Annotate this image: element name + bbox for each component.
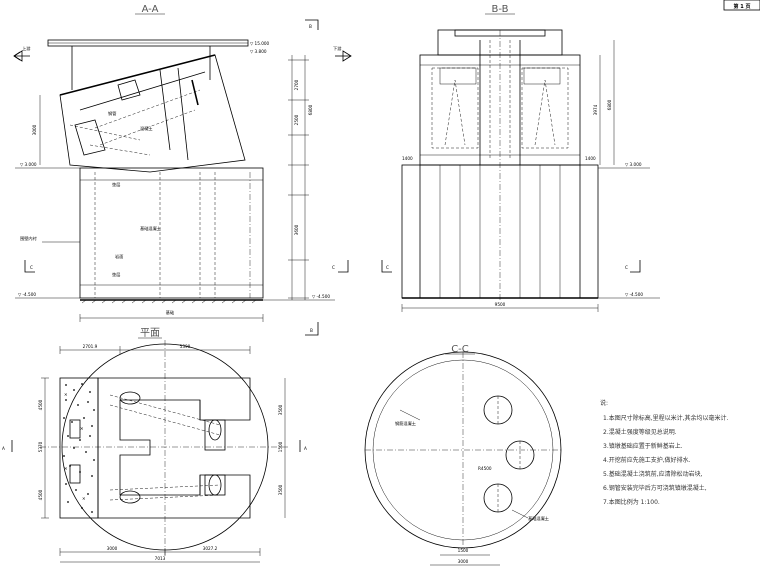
section-marker-a-left: A bbox=[2, 440, 13, 452]
level-bottom-right: ▽ -4.500 bbox=[312, 294, 330, 299]
upstream-arrow-icon bbox=[13, 50, 30, 62]
dim-plan-bottom-total: 7013 bbox=[155, 556, 166, 561]
note-6: 6.钢管安装完毕后方可浇筑镇墩混凝土, bbox=[603, 484, 707, 492]
dim-bb-width: 9500 bbox=[495, 302, 506, 307]
bedding-label: 垫层 bbox=[112, 181, 120, 188]
svg-text:B: B bbox=[310, 328, 313, 333]
svg-text:C: C bbox=[332, 265, 335, 270]
downstream-arrow-icon bbox=[335, 50, 352, 62]
section-marker-c-bb-right: C bbox=[625, 260, 641, 273]
rock-label: 岩面 bbox=[115, 253, 123, 260]
svg-text:C: C bbox=[386, 265, 389, 270]
dim-plan-right-2: 1500 bbox=[278, 441, 283, 452]
section-marker-b-top: B bbox=[305, 19, 319, 30]
section-cc-title: C-C bbox=[451, 344, 469, 355]
svg-text:C: C bbox=[625, 265, 628, 270]
level-bb-2: ▽ -4.500 bbox=[625, 292, 643, 297]
level-top-2: ▽ 3.800 bbox=[250, 49, 267, 54]
section-aa-title: A-A bbox=[142, 4, 159, 15]
note-1: 1.本图尺寸除标高,里程以米计,其余均以毫米计. bbox=[603, 414, 729, 422]
dim-plan-top-2: 5390 bbox=[180, 344, 191, 349]
cc-fill-label: 基础混凝土 bbox=[528, 515, 549, 522]
dim-plan-top-1: 2701.9 bbox=[83, 344, 98, 349]
section-marker-b-bottom: B bbox=[305, 322, 319, 336]
section-aa: A-A 上游 下游 钢管 混凝土 ▽ 15.0 bbox=[13, 4, 352, 336]
notes-heading: 说: bbox=[600, 399, 608, 407]
section-marker-c-bb-left: C bbox=[381, 260, 392, 273]
note-5: 5.基础混凝土浇筑前,应清除松动岩块, bbox=[603, 470, 703, 478]
level-bottom-left: ▽ -4.500 bbox=[18, 292, 36, 297]
bedding-label-2: 垫层 bbox=[112, 271, 120, 278]
svg-text:✕: ✕ bbox=[80, 426, 84, 431]
upstream-label: 上游 bbox=[22, 45, 31, 52]
note-4: 4.开挖前应先施工支护,做好排水. bbox=[603, 456, 691, 464]
dim-aa-left: 3000 bbox=[32, 124, 37, 135]
fill-concrete-label: 基础混凝土 bbox=[140, 225, 161, 232]
page-number-box: 第 1 页 bbox=[723, 0, 760, 11]
cc-radius-label: R4500 bbox=[478, 466, 492, 471]
dim-cc-1: 1500 bbox=[458, 548, 469, 553]
pipe-label: 钢管 bbox=[108, 110, 116, 117]
dim-aa-2: 2500 bbox=[294, 114, 299, 125]
downstream-label: 下游 bbox=[333, 45, 342, 52]
level-top: ▽ 15.000 bbox=[250, 41, 270, 46]
dim-plan-left-2: 5370 bbox=[38, 441, 43, 452]
plan-view: 平面 2701.9 5390 ✕ ✕ ✕ ✕ bbox=[2, 328, 307, 563]
dim-bb-right-stub: 1400 bbox=[585, 156, 596, 161]
svg-text:✕: ✕ bbox=[82, 496, 86, 501]
cc-ring-label: 钢筋混凝土 bbox=[395, 420, 416, 427]
note-7: 7.本图比例为 1:100. bbox=[603, 498, 660, 506]
plan-view-title: 平面 bbox=[140, 328, 160, 339]
section-marker-a-right: A bbox=[299, 440, 307, 452]
foundation-label: 基础 bbox=[166, 309, 174, 316]
level-left: ▽ 3.000 bbox=[20, 162, 37, 167]
svg-text:C: C bbox=[30, 265, 33, 270]
dim-aa-1: 2700 bbox=[294, 79, 299, 90]
svg-text:✕: ✕ bbox=[64, 466, 68, 471]
dim-cc-2: 3000 bbox=[458, 559, 469, 564]
section-marker-c-left: C bbox=[24, 260, 35, 273]
svg-text:B: B bbox=[309, 24, 312, 29]
section-bb: B-B 9500 1400 1400 bbox=[381, 4, 660, 312]
notes-block: 说: 1.本图尺寸除标高,里程以米计,其余均以毫米计. 2.混凝土强度等级见总说… bbox=[600, 399, 729, 506]
note-2: 2.混凝土强度等级见总说明. bbox=[603, 428, 677, 436]
note-3: 3.镇墩基础应置于新鲜基岩上. bbox=[603, 442, 683, 450]
side-wall-label: 围壁内衬 bbox=[20, 235, 37, 242]
dim-plan-right-1: 3500 bbox=[278, 404, 283, 415]
dim-bb-height-1: 3974 bbox=[593, 104, 598, 115]
section-bb-title: B-B bbox=[492, 4, 509, 15]
svg-text:A: A bbox=[2, 446, 5, 451]
dim-aa-4: 6800 bbox=[308, 104, 313, 115]
dim-plan-bottom-1: 3000 bbox=[107, 546, 118, 551]
section-cc: C-C 钢筋混凝土 基础混凝土 R4500 1500 3000 bbox=[364, 344, 562, 566]
dim-bb-left-stub: 1400 bbox=[402, 156, 413, 161]
concrete-label: 混凝土 bbox=[140, 125, 153, 132]
dim-aa-3: 3600 bbox=[294, 224, 299, 235]
dim-bb-height-2: 6800 bbox=[607, 99, 612, 110]
dim-plan-right-3: 3500 bbox=[278, 484, 283, 495]
svg-text:✕: ✕ bbox=[64, 392, 68, 397]
dim-plan-left-1: 4500 bbox=[38, 399, 43, 410]
level-bb-1: ▽ 3.000 bbox=[625, 162, 642, 167]
svg-text:A: A bbox=[304, 446, 307, 451]
dim-plan-left-3: 4500 bbox=[38, 489, 43, 500]
page-number: 第 1 页 bbox=[734, 3, 751, 10]
section-marker-c-right: C bbox=[332, 260, 349, 273]
dim-plan-bottom-2: 3027.2 bbox=[203, 546, 218, 551]
